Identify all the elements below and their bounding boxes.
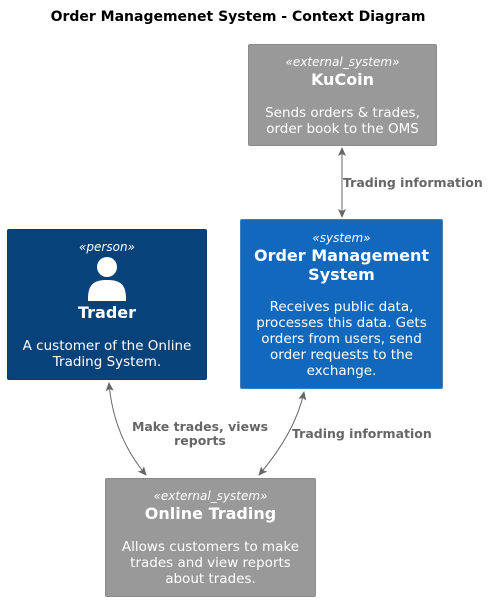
kucoin-box[interactable]: «external_system» KuCoin Sends orders & …	[248, 44, 437, 146]
trader-name: Trader	[77, 303, 137, 322]
oms-box[interactable]: «system» Order Management System Receive…	[240, 219, 443, 389]
label-kucoin-oms: Trading information	[343, 175, 483, 190]
oms-description-line-1: Receives public data,	[269, 299, 414, 315]
oms-description-line-4: order requests to the	[270, 347, 413, 363]
oms-description: Receives public data, processes this dat…	[241, 299, 442, 379]
online-trading-description-line-1: Allows customers to make	[121, 539, 300, 555]
oms-name-line-1: Order Management	[253, 246, 430, 265]
trader-description-line-1: A customer of the Online	[22, 338, 192, 354]
trader-description: A customer of the Online Trading System.	[8, 338, 206, 370]
oms-name-line-2: System	[308, 265, 375, 284]
kucoin-description-line-1: Sends orders & trades,	[265, 105, 420, 121]
oms-description-line-5: exchange.	[306, 363, 377, 379]
person-icon	[8, 257, 206, 303]
kucoin-name: KuCoin	[310, 70, 375, 89]
label-oms-online: Trading information	[292, 426, 432, 441]
oms-name: Order Management System	[241, 246, 442, 284]
online-trading-description-line-2: trades and view reports	[130, 555, 291, 571]
diagram-title: Order Managemenet System - Context Diagr…	[50, 9, 426, 25]
kucoin-description: Sends orders & trades, order book to the…	[249, 105, 436, 137]
kucoin-stereotype: «external_system»	[285, 55, 400, 69]
online-trading-description-line-3: about trades.	[165, 571, 256, 587]
kucoin-description-line-2: order book to the OMS	[266, 121, 419, 137]
online-trading-box[interactable]: «external_system» Online Trading Allows …	[105, 478, 316, 597]
connector-oms-online	[258, 391, 307, 476]
label-trader-online-line-1: Make trades, views	[131, 419, 269, 434]
oms-description-line-3: orders from users, send	[261, 331, 422, 347]
connector-trader-online	[105, 382, 147, 476]
oms-stereotype: «system»	[312, 231, 371, 245]
online-trading-description: Allows customers to make trades and view…	[106, 539, 315, 587]
trader-description-line-2: Trading System.	[52, 354, 162, 370]
oms-description-line-2: processes this data. Gets	[256, 315, 427, 331]
label-trader-online-line-2: reports	[174, 433, 226, 448]
online-trading-name: Online Trading	[144, 504, 277, 523]
trader-box[interactable]: «person» Trader A customer of the Online…	[7, 229, 207, 380]
online-trading-stereotype: «external_system»	[153, 489, 268, 503]
label-trader-online: Make trades, views reports	[128, 420, 272, 448]
trader-stereotype: «person»	[79, 240, 135, 254]
